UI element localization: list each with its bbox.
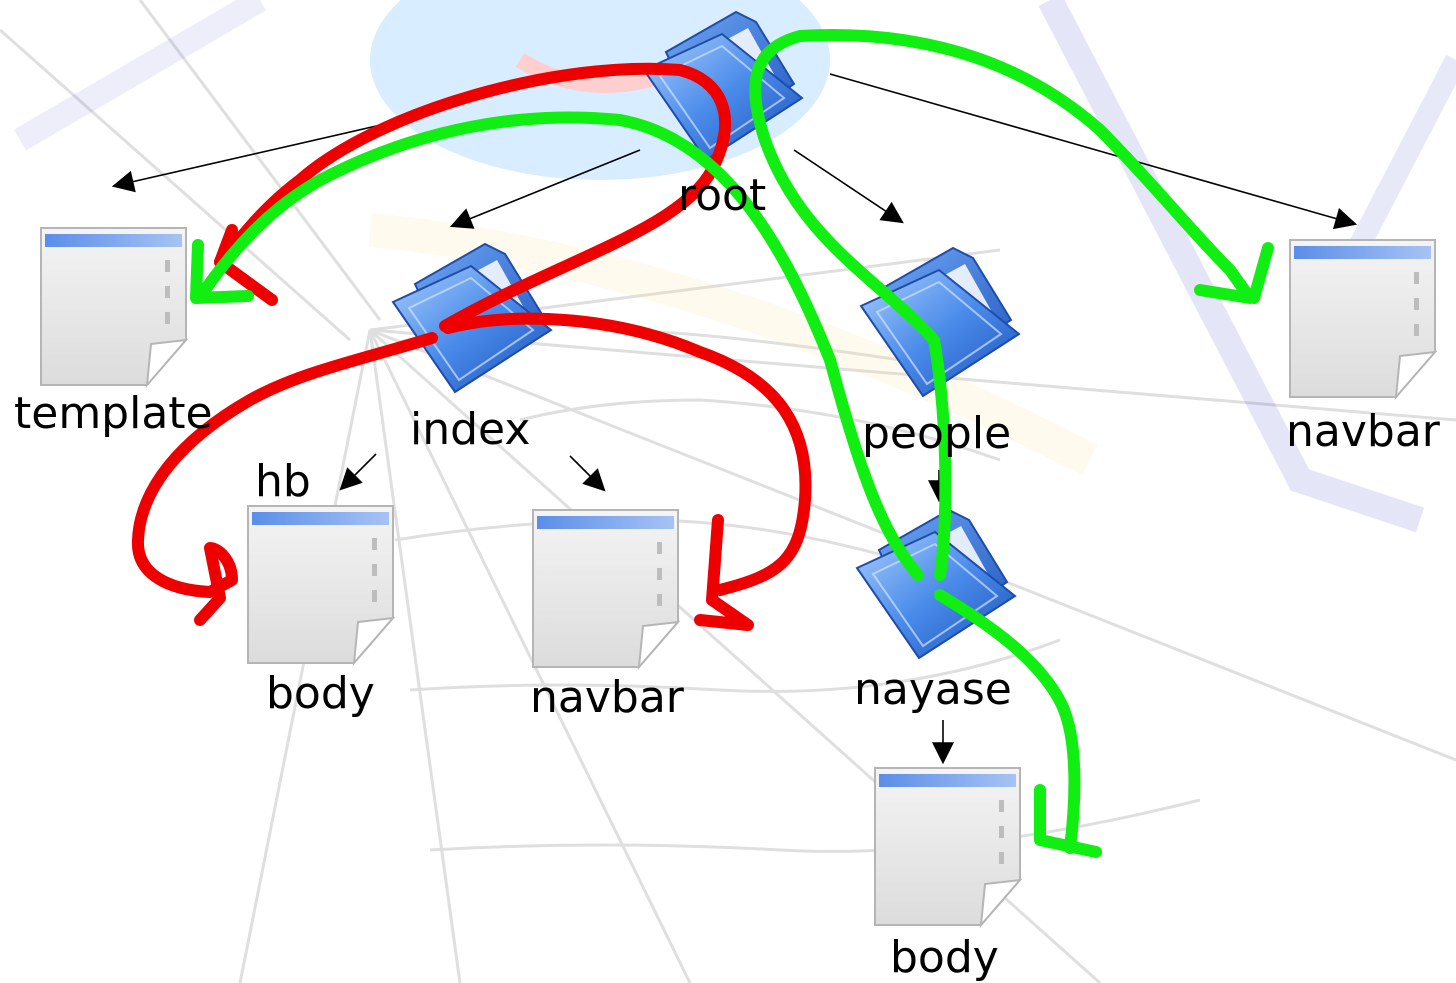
label-body-hb: body (266, 668, 375, 719)
label-root: root (678, 170, 766, 221)
navbar-index-file-icon (532, 509, 679, 668)
label-navbar-index: navbar (530, 672, 685, 723)
label-people: people (862, 408, 1011, 459)
edge-root-navbar (829, 73, 1358, 230)
edge-index-navbar (569, 455, 606, 492)
label-template: template (14, 388, 213, 439)
navbar-top-file-icon (1289, 239, 1436, 398)
body-nayase-file-icon (874, 767, 1021, 926)
red-path (131, 62, 812, 631)
label-body-nayase: body (890, 932, 999, 983)
body-hb-file-icon (247, 505, 394, 664)
edge-root-people (793, 149, 904, 224)
label-navbar-top: navbar (1286, 406, 1441, 457)
node-labels: root template index people navbar hb bod… (14, 170, 1441, 983)
edge-root-index (449, 149, 641, 229)
template-file-icon (40, 227, 187, 386)
green-path (190, 29, 1274, 858)
label-nayase: nayase (854, 664, 1012, 715)
edge-index-hb (339, 453, 377, 491)
edge-root-template (111, 115, 421, 193)
label-hb: hb (255, 456, 311, 507)
label-index: index (410, 404, 530, 455)
tree-edges (111, 73, 1358, 765)
